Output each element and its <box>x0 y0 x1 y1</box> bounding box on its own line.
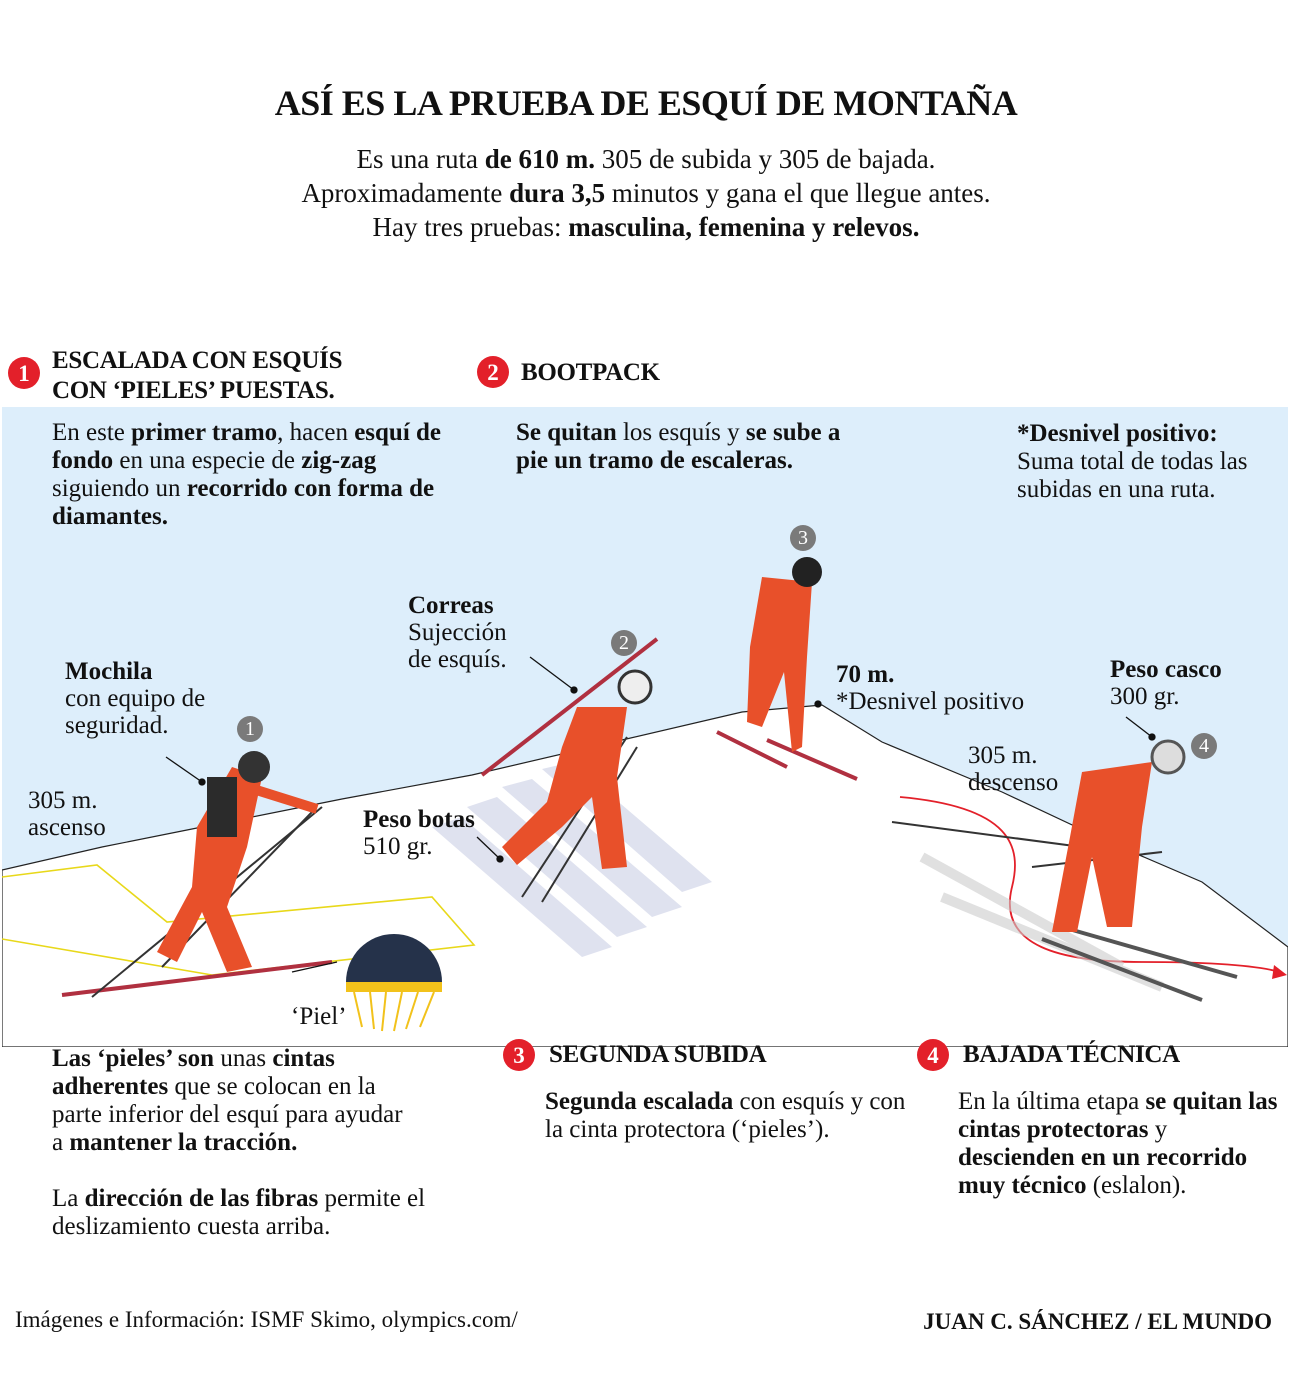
bold-text-segment: Las ‘pieles’ son <box>52 1045 215 1072</box>
text-segment: unas <box>214 1045 273 1072</box>
page-title: ASÍ ES LA PRUEBA DE ESQUÍ DE MONTAÑA <box>274 83 1018 123</box>
skier-4-figure <box>891 739 1238 1002</box>
step-2-badge: 2 <box>477 356 509 388</box>
intro-line: Aproximadamente dura 3,5 minutos y gana … <box>0 176 1292 210</box>
descenso-label: 305 m.descenso <box>968 742 1059 796</box>
skier-3-figure <box>716 557 858 781</box>
marker-4: 4 <box>1191 733 1217 759</box>
text-segment: minutos y gana el que llegue antes. <box>605 178 991 208</box>
step-4-badge: 4 <box>917 1039 949 1071</box>
marker-1: 1 <box>237 716 263 742</box>
step-3-badge: 3 <box>503 1039 535 1071</box>
bold-text-segment: Segunda escalada <box>545 1088 734 1115</box>
pieles-text: Las ‘pieles’ son unas cintas adherentes … <box>52 1045 412 1157</box>
bold-text-segment: Se quitan <box>516 419 617 446</box>
intro-line: Es una ruta de 610 m. 305 de subida y 30… <box>0 142 1292 176</box>
marker-2: 2 <box>611 630 637 656</box>
skier-1-figure <box>61 751 333 998</box>
bold-text-segment: esquí de fondo <box>52 419 442 474</box>
bold-text-segment: cintas adherentes <box>52 1045 335 1100</box>
text-segment: Aproximadamente <box>301 178 510 208</box>
route-arrow-icon <box>1272 965 1287 979</box>
step-3-title: SEGUNDA SUBIDA <box>549 1041 767 1068</box>
bold-text-segment: masculina, femenina y relevos. <box>568 212 920 242</box>
source-credit: Imágenes e Información: ISMF Skimo, olym… <box>15 1307 518 1332</box>
ascenso-label: 305 m.ascenso <box>28 787 106 841</box>
text-segment: Hay tres pruebas: <box>372 212 569 242</box>
slalom-route <box>899 796 1281 973</box>
desnivel-label: 70 m.*Desnivel positivo <box>836 661 1025 715</box>
bold-text-segment: zig-zag <box>301 447 377 474</box>
piel-label: ‘Piel’ <box>291 1003 347 1030</box>
text-segment: con esquís y con la cinta protectora (‘p… <box>545 1088 906 1143</box>
intro-line: Hay tres pruebas: masculina, femenina y … <box>0 210 1292 244</box>
text-segment: , hacen <box>277 419 355 446</box>
desnivel-note: *Desnivel positivo:Suma total de todas l… <box>1017 420 1248 503</box>
bold-text-segment: se sube a pie un tramo de escaleras. <box>516 419 841 474</box>
text-segment: En este <box>52 419 132 446</box>
fibras-text: La dirección de las fibras permite el de… <box>52 1185 432 1241</box>
author-credit: JUAN C. SÁNCHEZ / EL MUNDO <box>923 1309 1272 1334</box>
step-4-title: BAJADA TÉCNICA <box>963 1041 1180 1068</box>
bold-text-segment: recorrido con forma de diamantes. <box>52 475 435 530</box>
step-1-text: En este primer tramo, hacen esquí de fon… <box>52 419 452 531</box>
text-segment: Es una ruta <box>356 144 485 174</box>
skier-2-figure <box>480 637 659 903</box>
text-segment: los esquís y <box>616 419 746 446</box>
text-segment: que se colocan en la parte inferior del … <box>52 1073 403 1156</box>
text-segment: En la última etapa <box>958 1088 1146 1115</box>
marker-3: 3 <box>790 525 816 551</box>
text-segment: y <box>1148 1116 1168 1143</box>
mountain-scene <box>2 407 1288 1047</box>
bold-text-segment: dirección de las fibras <box>84 1185 319 1212</box>
step-2-text: Se quitan los esquís y se sube a pie un … <box>516 419 856 475</box>
text-segment: (eslalon). <box>1086 1172 1187 1199</box>
step-4-text: En la última etapa se quitan las cintas … <box>958 1088 1278 1200</box>
bold-text-segment: se quitan las cintas protectoras <box>958 1088 1278 1143</box>
piel-sample-icon <box>346 934 442 1032</box>
step-1-badge: 1 <box>8 357 40 389</box>
step-2-title: BOOTPACK <box>521 359 660 386</box>
text-segment: La <box>52 1185 85 1212</box>
intro-text: Es una ruta de 610 m. 305 de subida y 30… <box>0 142 1292 244</box>
step-3-text: Segunda escalada con esquís y con la cin… <box>545 1088 915 1144</box>
text-segment: 305 de subida y 305 de bajada. <box>595 144 936 174</box>
bold-text-segment: dura 3,5 <box>509 178 606 208</box>
text-segment: permite el deslizamiento cuesta arriba. <box>52 1185 426 1240</box>
bold-text-segment: primer tramo <box>131 419 278 446</box>
text-segment: en una especie de <box>113 447 302 474</box>
bold-text-segment: mantener la tracción. <box>69 1129 298 1156</box>
text-segment: siguiendo un <box>52 475 187 502</box>
bold-text-segment: de 610 m. <box>484 144 596 174</box>
bold-text-segment: descienden en un recorrido muy técnico <box>958 1144 1248 1199</box>
annotation-pointers <box>165 656 1156 973</box>
